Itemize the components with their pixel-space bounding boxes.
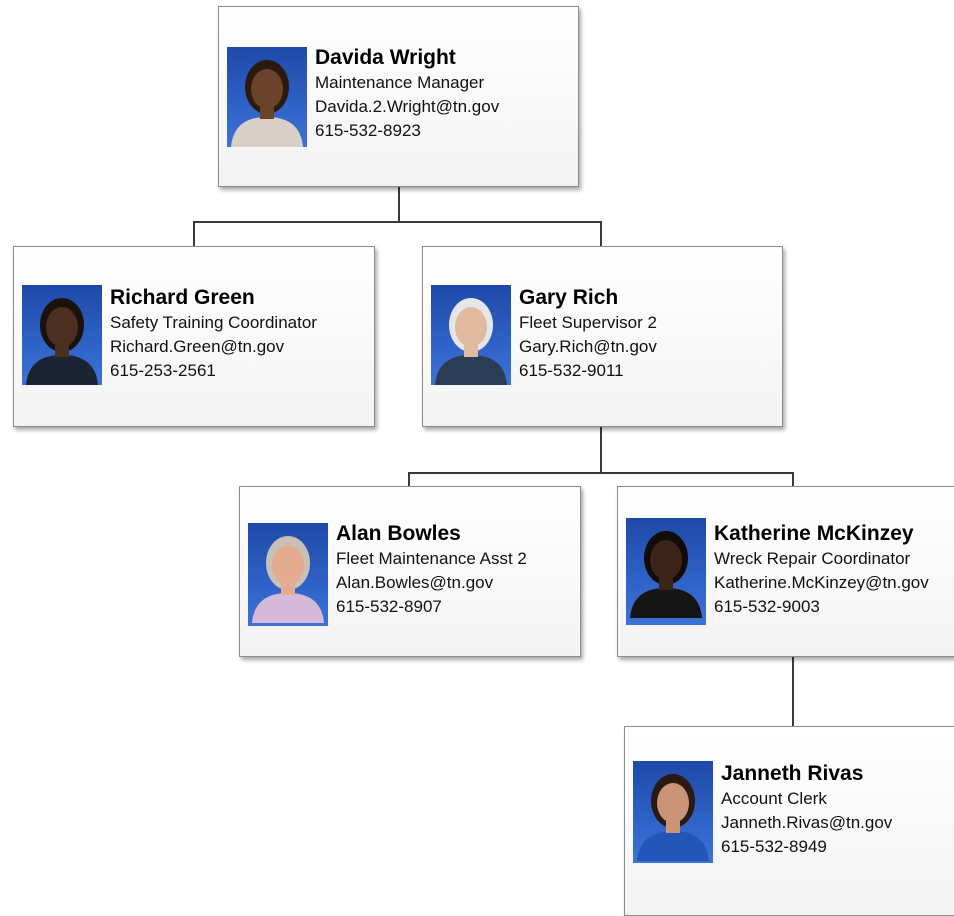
person-phone: 615-532-8949 (721, 837, 827, 856)
person-title: Safety Training Coordinator (110, 313, 317, 332)
person-email[interactable]: Katherine.McKinzey@tn.gov (714, 573, 929, 592)
person-title: Account Clerk (721, 789, 827, 808)
person-email[interactable]: Alan.Bowles@tn.gov (336, 573, 494, 592)
connector-level1-bar (193, 221, 602, 223)
connector-davida-down (398, 186, 400, 222)
person-phone: 615-532-8923 (315, 121, 421, 140)
person-phone: 615-532-9011 (519, 361, 624, 380)
portrait-photo (633, 761, 713, 863)
portrait-photo (227, 47, 307, 147)
org-card-richard-green[interactable]: Richard Green Safety Training Coordinato… (13, 246, 375, 427)
person-title: Fleet Maintenance Asst 2 (336, 549, 527, 568)
portrait-photo (22, 285, 102, 385)
person-email[interactable]: Davida.2.Wright@tn.gov (315, 97, 500, 116)
person-name: Gary Rich (519, 286, 619, 309)
connector-gary-down (600, 426, 602, 473)
person-email[interactable]: Richard.Green@tn.gov (110, 337, 285, 356)
org-card-gary-rich[interactable]: Gary Rich Fleet Supervisor 2 Gary.Rich@t… (422, 246, 783, 427)
connector-alan-up (408, 472, 410, 487)
person-name: Janneth Rivas (721, 762, 864, 785)
person-phone: 615-253-2561 (110, 361, 216, 380)
person-title: Maintenance Manager (315, 73, 485, 92)
person-name: Davida Wright (315, 46, 456, 69)
person-name: Alan Bowles (336, 522, 461, 545)
portrait-photo (431, 285, 511, 385)
person-name: Richard Green (110, 286, 255, 309)
person-title: Fleet Supervisor 2 (519, 313, 657, 332)
connector-gary-up (600, 221, 602, 247)
portrait-photo (626, 518, 706, 625)
person-email[interactable]: Janneth.Rivas@tn.gov (721, 813, 893, 832)
person-name: Katherine McKinzey (714, 522, 914, 545)
org-card-katherine-mckinzey[interactable]: Katherine McKinzey Wreck Repair Coordina… (617, 486, 954, 657)
connector-level2-bar (408, 472, 794, 474)
org-card-davida-wright[interactable]: Davida Wright Maintenance Manager Davida… (218, 6, 579, 187)
person-phone: 615-532-9003 (714, 597, 820, 616)
org-card-alan-bowles[interactable]: Alan Bowles Fleet Maintenance Asst 2 Ala… (239, 486, 581, 657)
connector-katherine-down (792, 656, 794, 727)
person-title: Wreck Repair Coordinator (714, 549, 911, 568)
org-card-janneth-rivas[interactable]: Janneth Rivas Account Clerk Janneth.Riva… (624, 726, 954, 916)
person-phone: 615-532-8907 (336, 597, 442, 616)
connector-katherine-up (792, 472, 794, 487)
portrait-photo (248, 523, 328, 626)
connector-richard-up (193, 221, 195, 247)
person-email[interactable]: Gary.Rich@tn.gov (519, 337, 657, 356)
